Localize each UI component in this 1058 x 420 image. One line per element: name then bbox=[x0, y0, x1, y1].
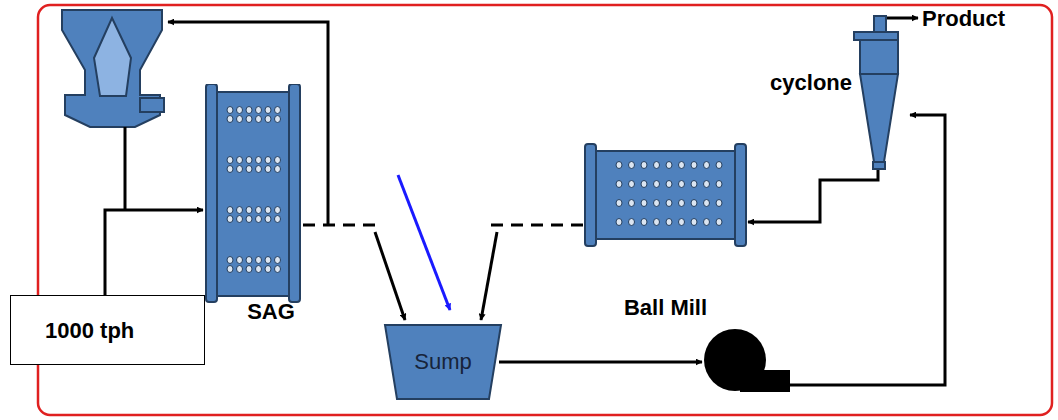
flow-line bbox=[488, 224, 583, 227]
flow-connector bbox=[105, 210, 203, 295]
ball-mill: Ball Mill bbox=[583, 143, 748, 325]
flow-line bbox=[303, 224, 375, 227]
sump: Sump bbox=[383, 322, 503, 402]
flow-line bbox=[748, 170, 878, 222]
flow-line bbox=[481, 232, 497, 320]
crusher-return-line bbox=[124, 127, 127, 210]
water-arrow bbox=[398, 175, 450, 310]
sag-mill: SAG bbox=[203, 84, 303, 329]
flow-connector bbox=[748, 170, 878, 222]
node-label: cyclone bbox=[770, 70, 852, 96]
cone-crusher bbox=[62, 10, 164, 127]
node-label: Sump bbox=[414, 349, 471, 375]
node-label: 1000 tph bbox=[45, 318, 134, 344]
flow-line bbox=[105, 210, 203, 295]
node-label: Ball Mill bbox=[624, 295, 707, 321]
flow-connector bbox=[481, 225, 583, 320]
cyclone: cyclone bbox=[738, 12, 910, 170]
node-label: SAG bbox=[247, 299, 295, 325]
flow-line bbox=[375, 232, 405, 320]
ball-drum bbox=[583, 143, 748, 249]
flow-line bbox=[790, 115, 945, 385]
sag-drum bbox=[203, 84, 303, 304]
pump-symbol bbox=[704, 329, 790, 392]
stream-label: Product bbox=[922, 6, 1005, 32]
feed-box: 1000 tph bbox=[10, 295, 205, 365]
flow-connector bbox=[303, 225, 405, 320]
flow-line bbox=[499, 361, 702, 364]
